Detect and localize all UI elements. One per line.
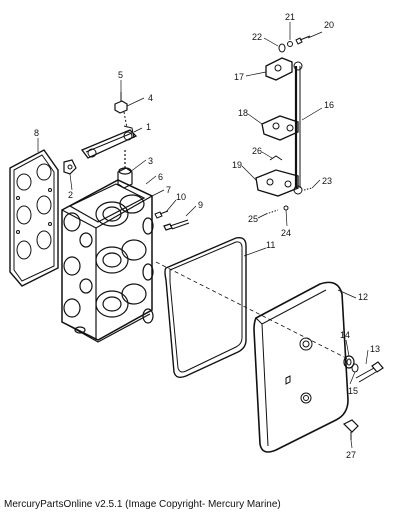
callout-26: 26 — [252, 146, 262, 156]
screw-part-9 — [163, 219, 190, 231]
cover-part-12 — [253, 281, 349, 453]
nut-part-5 — [114, 92, 128, 114]
callout-5: 5 — [118, 70, 123, 80]
leader-lines — [37, 22, 369, 449]
fitting-part-2 — [63, 159, 77, 175]
screw-part-20 — [295, 35, 311, 45]
grommet-part-15 — [351, 363, 359, 373]
seal-part-11 — [164, 236, 247, 379]
nut-part-21 — [287, 41, 293, 47]
callout-15: 15 — [348, 386, 358, 396]
callout-19: 19 — [232, 160, 242, 170]
bracket-part-18 — [261, 115, 299, 141]
callout-22: 22 — [252, 32, 262, 42]
callout-20: 20 — [324, 20, 334, 30]
callout-14: 14 — [340, 330, 350, 340]
callout-17: 17 — [234, 72, 244, 82]
callout-13: 13 — [370, 344, 380, 354]
callout-7: 7 — [166, 185, 171, 195]
callout-25: 25 — [248, 214, 258, 224]
callout-6: 6 — [158, 172, 163, 182]
callout-16: 16 — [324, 100, 334, 110]
callout-21: 21 — [285, 12, 295, 22]
screw-part-10 — [154, 210, 169, 219]
clip-part-26 — [269, 155, 283, 161]
image-caption: MercuryPartsOnline v2.5.1 (Image Copyrig… — [4, 499, 281, 510]
callout-8: 8 — [34, 128, 39, 138]
plug-part-27 — [342, 419, 359, 440]
screw-part-23 — [303, 187, 313, 191]
carburetor-block — [61, 150, 154, 343]
callout-1: 1 — [146, 122, 151, 132]
washer-part-22 — [278, 43, 286, 53]
callout-24: 24 — [281, 228, 291, 238]
callout-18: 18 — [238, 108, 248, 118]
callout-9: 9 — [198, 200, 203, 210]
bracket-part-1 — [80, 125, 138, 159]
pin-part-24 — [283, 205, 289, 211]
callout-11: 11 — [266, 240, 275, 250]
clip-part-17 — [265, 57, 293, 81]
callout-27: 27 — [346, 450, 356, 460]
gasket-part-8 — [9, 149, 59, 287]
callout-12: 12 — [358, 292, 368, 302]
callout-23: 23 — [322, 176, 332, 186]
pin-part-25 — [265, 209, 279, 215]
callout-2: 2 — [68, 190, 73, 200]
bracket-part-19 — [255, 169, 299, 197]
parts-diagram: 1 2 3 4 5 6 7 8 9 10 11 12 13 14 15 16 1… — [9, 12, 384, 460]
callout-labels: 1 2 3 4 5 6 7 8 9 10 11 12 13 14 15 16 1… — [34, 12, 380, 460]
callout-3: 3 — [148, 156, 153, 166]
screw-part-4 — [123, 111, 128, 129]
screw-part-13 — [355, 361, 384, 383]
callout-10: 10 — [176, 192, 186, 202]
callout-4: 4 — [148, 93, 153, 103]
